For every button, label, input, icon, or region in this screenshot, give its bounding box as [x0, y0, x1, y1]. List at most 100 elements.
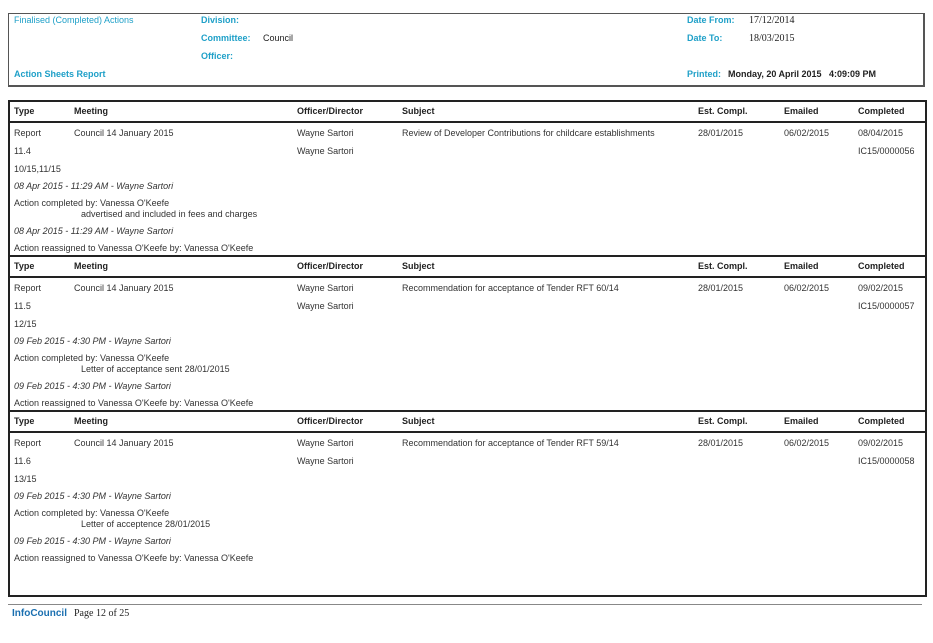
- resolution-number: 12/15: [14, 319, 37, 329]
- note-heading: 08 Apr 2015 - 11:29 AM - Wayne Sartori: [14, 226, 174, 236]
- note-text: Action reassigned to Vanessa O'Keefe by:…: [14, 398, 254, 408]
- cell-completed: 08/04/2015: [858, 128, 904, 138]
- cell-subject: Review of Developer Contributions for ch…: [402, 128, 655, 138]
- resolution-number: 13/15: [14, 474, 37, 484]
- cell-meeting: Council 14 January 2015: [74, 438, 174, 448]
- column-header: Emailed: [784, 416, 819, 426]
- committee-label: Committee:: [201, 33, 251, 43]
- cell-emailed: 06/02/2015: [784, 438, 830, 448]
- table-row: Report Council 14 January 2015 Wayne Sarto…: [10, 434, 925, 452]
- cell-officer: Wayne Sartori: [297, 128, 354, 138]
- note-heading: 08 Apr 2015 - 11:29 AM - Wayne Sartori: [14, 181, 174, 191]
- note-detail: Letter of acceptance sent 28/01/2015: [81, 364, 230, 374]
- printed-value: Monday, 20 April 2015 4:09:09 PM: [728, 69, 877, 79]
- cell-officer: Wayne Sartori: [297, 438, 354, 448]
- column-header: Officer/Director: [297, 416, 364, 426]
- column-header: Officer/Director: [297, 261, 364, 271]
- date-to-label: Date To:: [687, 33, 723, 43]
- note-heading: 09 Feb 2015 - 4:30 PM - Wayne Sartori: [14, 381, 171, 391]
- note-heading: 09 Feb 2015 - 4:30 PM - Wayne Sartori: [14, 491, 171, 501]
- cell-est: 28/01/2015: [698, 438, 744, 448]
- officer-label: Officer:: [201, 51, 234, 61]
- note-heading: 09 Feb 2015 - 4:30 PM - Wayne Sartori: [14, 336, 171, 346]
- report-title: Action Sheets Report: [14, 69, 106, 79]
- note-detail: advertised and included in fees and char…: [81, 209, 258, 219]
- cell-subject: Recommendation for acceptance of Tender …: [402, 438, 619, 448]
- note-detail: Letter of acceptence 28/01/2015: [81, 519, 211, 529]
- cell-officer: Wayne Sartori: [297, 301, 354, 311]
- action-block: Type Meeting Officer/Director Subject Est. C…: [10, 410, 925, 565]
- item-number: 11.5: [14, 301, 31, 311]
- cell-est: 28/01/2015: [698, 283, 744, 293]
- cell-completed: 09/02/2015: [858, 438, 904, 448]
- committee-value: Council: [263, 33, 294, 43]
- item-number: 11.4: [14, 146, 31, 156]
- cell-officer: Wayne Sartori: [297, 146, 354, 156]
- column-header: Completed: [858, 261, 905, 271]
- column-header: Subject: [402, 416, 435, 426]
- column-header: Emailed: [784, 106, 819, 116]
- column-header: Emailed: [784, 261, 819, 271]
- column-header: Officer/Director: [297, 106, 364, 116]
- cell-officer: Wayne Sartori: [297, 283, 354, 293]
- column-header: Subject: [402, 106, 435, 116]
- table-row: 11.5 Wayne Sartori IC15/0000057: [10, 297, 925, 315]
- column-header-row: Type Meeting Officer/Director Subject Est. C…: [10, 102, 925, 123]
- cell-type: Report: [14, 283, 42, 293]
- column-header-row: Type Meeting Officer/Director Subject Est. C…: [10, 255, 925, 278]
- column-header: Subject: [402, 261, 435, 271]
- printed-label: Printed:: [687, 69, 722, 79]
- reference-number: IC15/0000057: [858, 301, 915, 311]
- cell-est: 28/01/2015: [698, 128, 744, 138]
- reference-number: IC15/0000056: [858, 146, 915, 156]
- column-header: Meeting: [74, 261, 109, 271]
- column-header: Completed: [858, 106, 905, 116]
- note-text-line: Action completed by: Vanessa O'Keefe: [14, 508, 170, 518]
- cell-emailed: 06/02/2015: [784, 128, 830, 138]
- column-header-row: Type Meeting Officer/Director Subject Est. C…: [10, 410, 925, 433]
- date-from-label: Date From:: [687, 15, 735, 25]
- column-header: Completed: [858, 416, 905, 426]
- report-header: Finalised (Completed) Actions Action She…: [8, 13, 925, 87]
- action-block: Type Meeting Officer/Director Subject Est. C…: [10, 255, 925, 410]
- note-text: Action reassigned to Vanessa O'Keefe by:…: [14, 243, 254, 253]
- cell-officer: Wayne Sartori: [297, 456, 354, 466]
- column-header: Type: [14, 261, 35, 271]
- cell-meeting: Council 14 January 2015: [74, 283, 174, 293]
- note-text-line: Action completed by: Vanessa O'Keefe: [14, 353, 170, 363]
- table-row: Report Council 14 January 2015 Wayne Sarto…: [10, 279, 925, 297]
- note-text-line: Action completed by: Vanessa O'Keefe: [14, 198, 170, 208]
- cell-type: Report: [14, 438, 42, 448]
- cell-type: Report: [14, 128, 42, 138]
- table-row: Report Council 14 January 2015 Wayne Sarto…: [10, 124, 925, 142]
- cell-completed: 09/02/2015: [858, 283, 904, 293]
- cell-subject: Recommendation for acceptance of Tender …: [402, 283, 619, 293]
- column-header: Meeting: [74, 416, 109, 426]
- reference-number: IC15/0000058: [858, 456, 915, 466]
- table-row: 11.4 Wayne Sartori IC15/0000056: [10, 142, 925, 160]
- cell-emailed: 06/02/2015: [784, 283, 830, 293]
- report-status: Finalised (Completed) Actions: [14, 15, 134, 25]
- column-header: Est. Compl.: [698, 416, 748, 426]
- item-number: 11.6: [14, 456, 31, 466]
- footer-page: Page 12 of 25: [74, 608, 130, 619]
- column-header: Type: [14, 416, 35, 426]
- note-text: Action reassigned to Vanessa O'Keefe by:…: [14, 553, 254, 563]
- column-header: Est. Compl.: [698, 261, 748, 271]
- column-header: Meeting: [74, 106, 109, 116]
- table-row: 11.6 Wayne Sartori IC15/0000058: [10, 452, 925, 470]
- resolution-number: 10/15,11/15: [14, 164, 61, 174]
- note-heading: 09 Feb 2015 - 4:30 PM - Wayne Sartori: [14, 536, 171, 546]
- column-header: Type: [14, 106, 35, 116]
- date-to: 18/03/2015: [749, 33, 795, 44]
- page-footer: InfoCouncil Page 12 of 25: [8, 604, 922, 619]
- action-block: Type Meeting Officer/Director Subject Est. C…: [10, 102, 925, 255]
- cell-meeting: Council 14 January 2015: [74, 128, 174, 138]
- footer-brand: InfoCouncil: [12, 608, 67, 619]
- column-header: Est. Compl.: [698, 106, 748, 116]
- date-from: 17/12/2014: [749, 15, 795, 26]
